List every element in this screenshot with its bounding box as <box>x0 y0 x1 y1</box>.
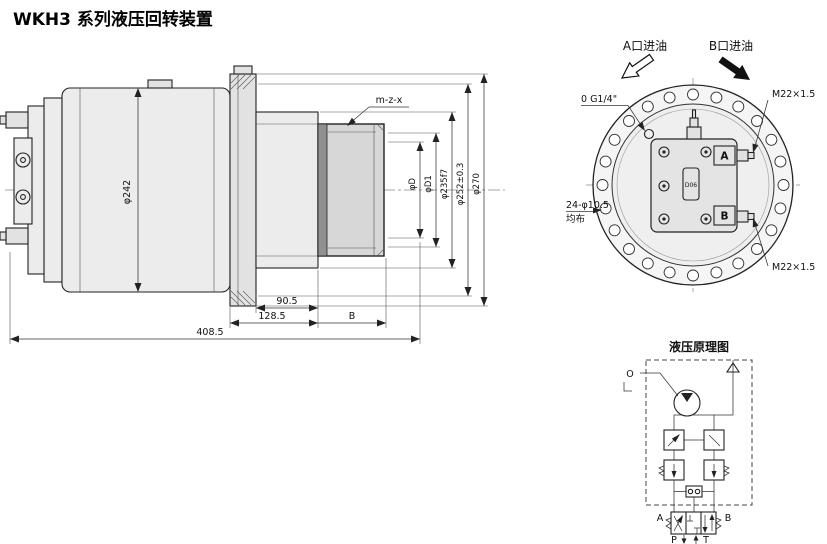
dim-label-phi235: φ235f7 <box>440 169 450 199</box>
bolt-holes <box>596 88 790 282</box>
bolt-holes-note-label: 均布 <box>566 213 585 225</box>
output-shaft <box>317 123 385 257</box>
drain-line: O <box>623 369 679 397</box>
counterbalance-valves <box>658 450 730 481</box>
bolt-holes-label: 24-φ10.5 <box>566 200 609 211</box>
page-title: WKH3 系列液压回转装置 <box>13 10 213 30</box>
inlet-b-arrow <box>718 56 750 80</box>
port-a-fitting <box>736 149 755 162</box>
inlet-b-label: B口进油 <box>709 39 753 53</box>
bolt-holes-callout: 24-φ10.5 均布 <box>566 200 609 225</box>
schematic-port-b-label: B <box>725 513 732 524</box>
spline-spec-leader: m-z-x <box>347 95 409 126</box>
dim-label-128-5: 128.5 <box>258 311 285 322</box>
dim-label-phi270: φ270 <box>472 173 482 195</box>
gauge-port-label: 0 G1/4" <box>581 94 617 105</box>
dim-label-phi242: φ242 <box>122 180 133 204</box>
side-view: φ242 m-z-x φD <box>0 65 505 344</box>
valve-block: D06 A B <box>643 109 755 233</box>
dim-phi242: φ242 <box>122 88 142 292</box>
check-valve <box>714 360 741 416</box>
dim-label-phiD: φD <box>408 177 418 190</box>
end-view: D06 A B <box>566 39 815 292</box>
dim-stack-bottom: 90.5 128.5 B 408.5 <box>9 242 421 344</box>
valve-mark-label: D06 <box>685 182 697 189</box>
schematic-title: 液压原理图 <box>669 339 729 354</box>
directional-valve: A B P <box>657 511 732 544</box>
thread-top-label: M22×1.5 <box>772 89 815 100</box>
gauge-port-hole <box>643 128 655 140</box>
motor-housing <box>61 79 231 293</box>
shuttle-valve <box>673 480 715 512</box>
relief-valves <box>663 429 725 451</box>
thread-top-callout: M22×1.5 <box>752 89 815 153</box>
spline-spec-label: m-z-x <box>376 95 403 106</box>
left-port-assembly <box>0 97 63 283</box>
bearing-cylinder <box>255 111 319 269</box>
dim-label-B: B <box>349 311 356 322</box>
thread-bottom-label: M22×1.5 <box>772 262 815 273</box>
dim-label-phi252: φ252±0.3 <box>456 163 466 205</box>
gauge-port-callout: 0 G1/4" <box>581 94 645 131</box>
hydraulic-schematic: 液压原理图 O <box>623 339 753 544</box>
thread-bottom-callout: M22×1.5 <box>752 218 815 273</box>
schematic-port-p-label: P <box>671 535 677 544</box>
schematic-port-a-label: A <box>657 513 664 524</box>
drain-port-label: O <box>626 369 633 380</box>
dim-label-phiD1: φD1 <box>424 175 434 193</box>
valve-port-a-label: A <box>720 151 729 163</box>
valve-port-b-label: B <box>720 211 728 223</box>
hydraulic-motor <box>673 389 715 430</box>
top-fitting <box>686 109 702 140</box>
inlet-a-label: A口进油 <box>623 39 667 53</box>
inlet-b-callout: B口进油 <box>709 39 753 80</box>
port-b-fitting <box>736 210 755 223</box>
dim-label-408-5: 408.5 <box>196 327 223 338</box>
mounting-flange <box>229 65 257 307</box>
dim-stack-right: φD φD1 φ235f7 φ252±0.3 φ270 <box>256 73 488 307</box>
schematic-enclosure <box>645 359 753 506</box>
inlet-a-callout: A口进油 <box>620 39 667 79</box>
inlet-a-arrow <box>620 53 655 79</box>
dim-label-90-5: 90.5 <box>276 296 297 307</box>
schematic-port-t-label: T <box>702 535 709 544</box>
